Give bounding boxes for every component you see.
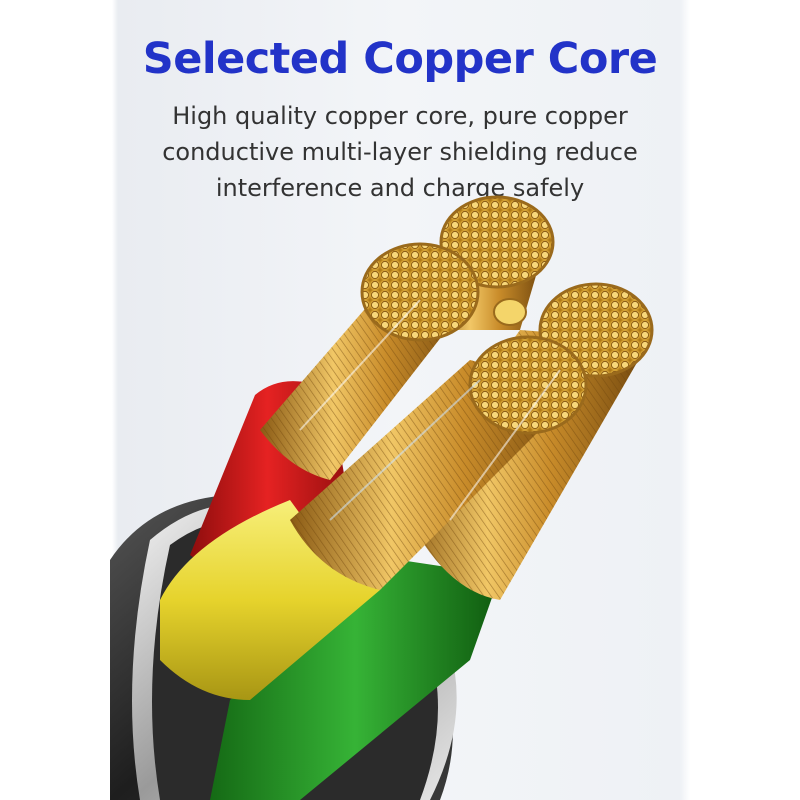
light-reflections xyxy=(299,299,561,521)
description-line: interference and charge safely xyxy=(215,174,585,202)
headline-title: Selected Copper Core xyxy=(142,34,658,84)
green-wire xyxy=(210,560,500,800)
description-line: High quality copper core, pure copper xyxy=(172,102,628,130)
description-text: High quality copper core, pure copper co… xyxy=(0,98,800,206)
copper-core-faces xyxy=(360,195,654,435)
description-line: conductive multi-layer shielding reduce xyxy=(162,138,638,166)
